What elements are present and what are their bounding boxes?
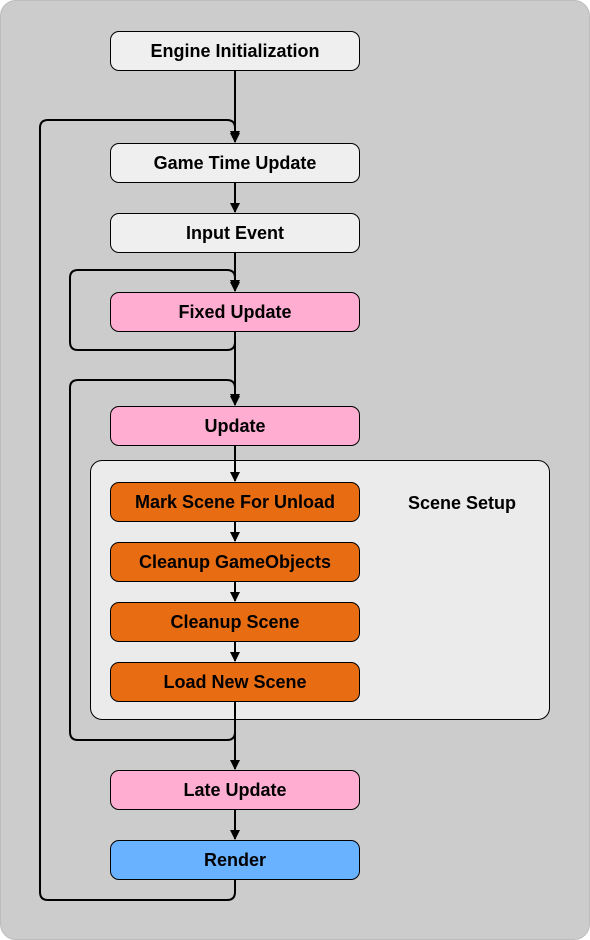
scene-setup-label: Scene Setup [407, 493, 517, 513]
node-engine-initialization: Engine Initialization [110, 31, 360, 71]
node-cleanup-gameobjects: Cleanup GameObjects [110, 542, 360, 582]
node-load-new-scene: Load New Scene [110, 662, 360, 702]
node-mark-scene-for-unload: Mark Scene For Unload [110, 482, 360, 522]
loop-fixed-update [69, 269, 240, 351]
loop-update [69, 379, 240, 741]
node-fixed-update: Fixed Update [110, 292, 360, 332]
node-render: Render [110, 840, 360, 880]
node-update: Update [110, 406, 360, 446]
loop-render-to-gametime [39, 119, 240, 901]
node-late-update: Late Update [110, 770, 360, 810]
node-cleanup-scene: Cleanup Scene [110, 602, 360, 642]
node-input-event: Input Event [110, 213, 360, 253]
node-game-time-update: Game Time Update [110, 143, 360, 183]
